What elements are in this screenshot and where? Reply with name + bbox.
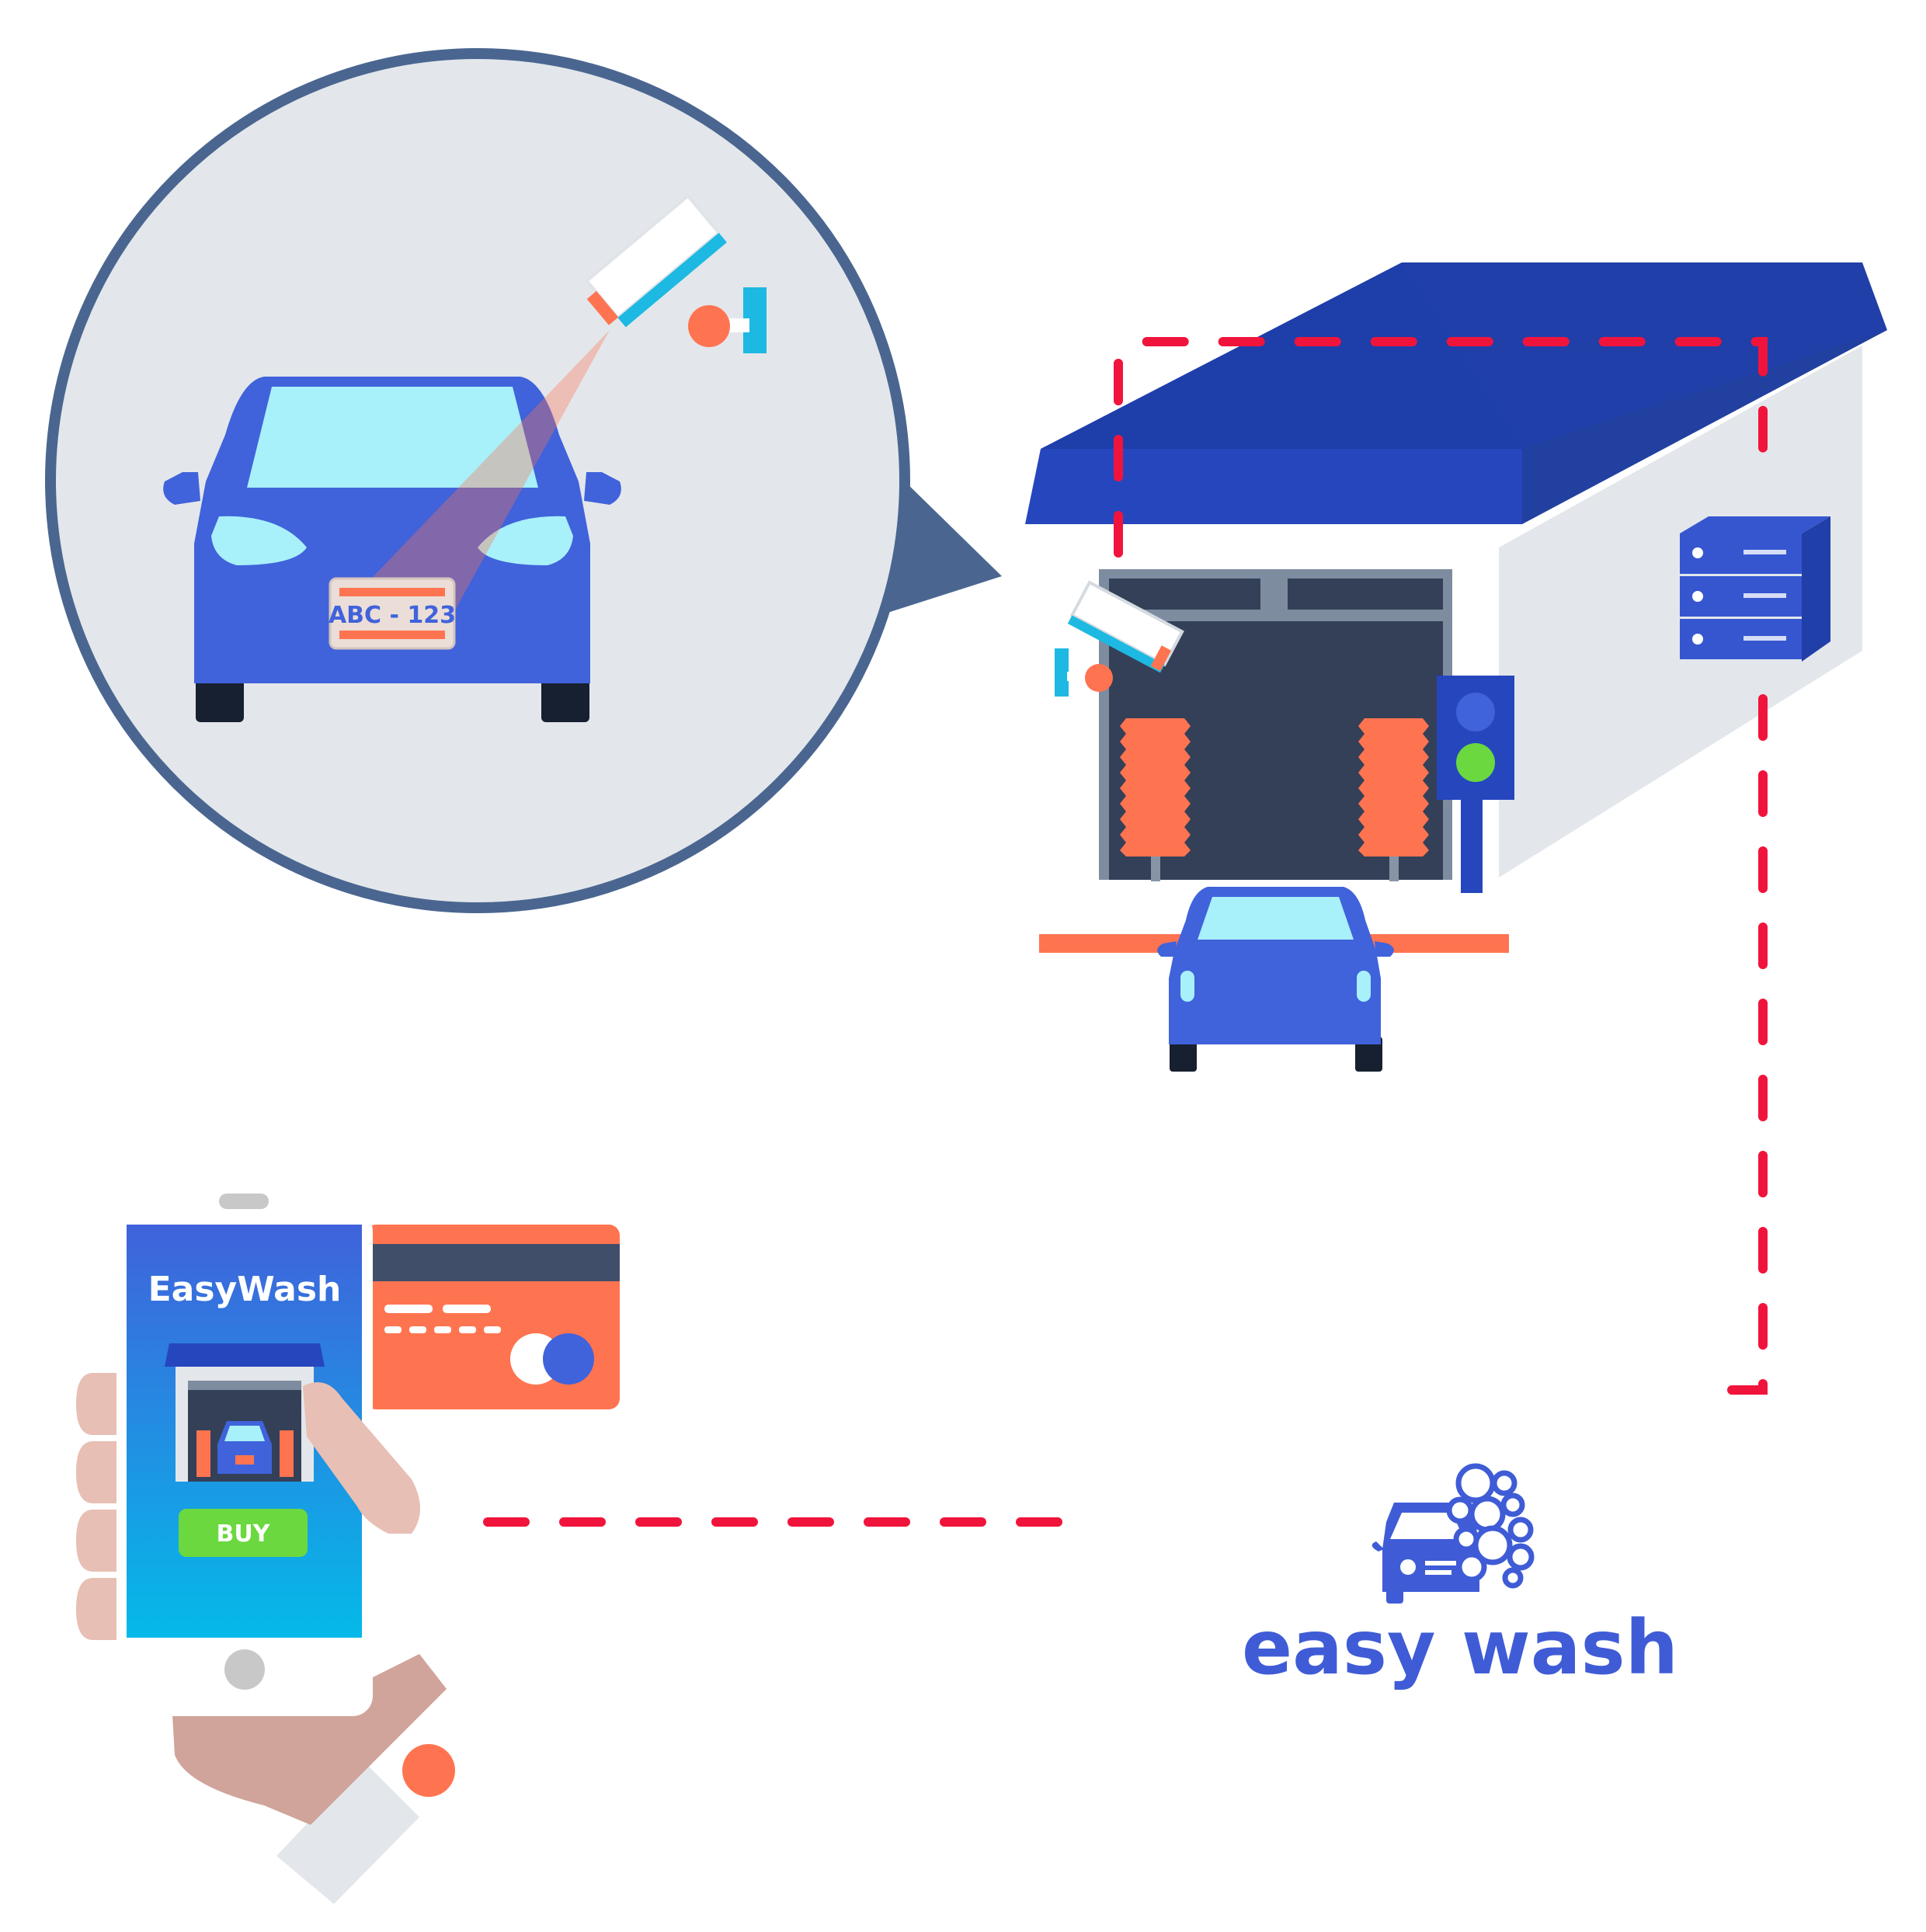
network-connection-lines [483, 337, 1768, 1527]
hand-sleeve [276, 1763, 419, 1904]
buy-button[interactable]: BUY [179, 1509, 308, 1557]
accent-dot [402, 1744, 455, 1797]
brand-wordmark: easy wash [1242, 1604, 1678, 1691]
traffic-light-icon [1437, 676, 1514, 893]
server-rack-icon [1680, 516, 1830, 662]
security-camera-icon [584, 193, 767, 353]
credit-card-icon [365, 1225, 620, 1409]
building-camera-icon [1055, 580, 1184, 697]
wash-brush-right [1358, 718, 1429, 881]
buy-button-label: BUY [217, 1520, 271, 1548]
hand-fingers [76, 1373, 420, 1640]
car-wash-logo-icon [1371, 1463, 1535, 1604]
car-front-closeup [163, 377, 621, 722]
app-title: EasyWash [148, 1270, 342, 1309]
mini-car-wash-icon [165, 1343, 325, 1482]
license-plate-text: ABC - 123 [329, 602, 456, 629]
wash-brush-left [1120, 718, 1191, 881]
entering-car [1157, 887, 1394, 1072]
camera-scan-beam [338, 330, 610, 621]
license-plate: ABC - 123 [329, 577, 456, 650]
